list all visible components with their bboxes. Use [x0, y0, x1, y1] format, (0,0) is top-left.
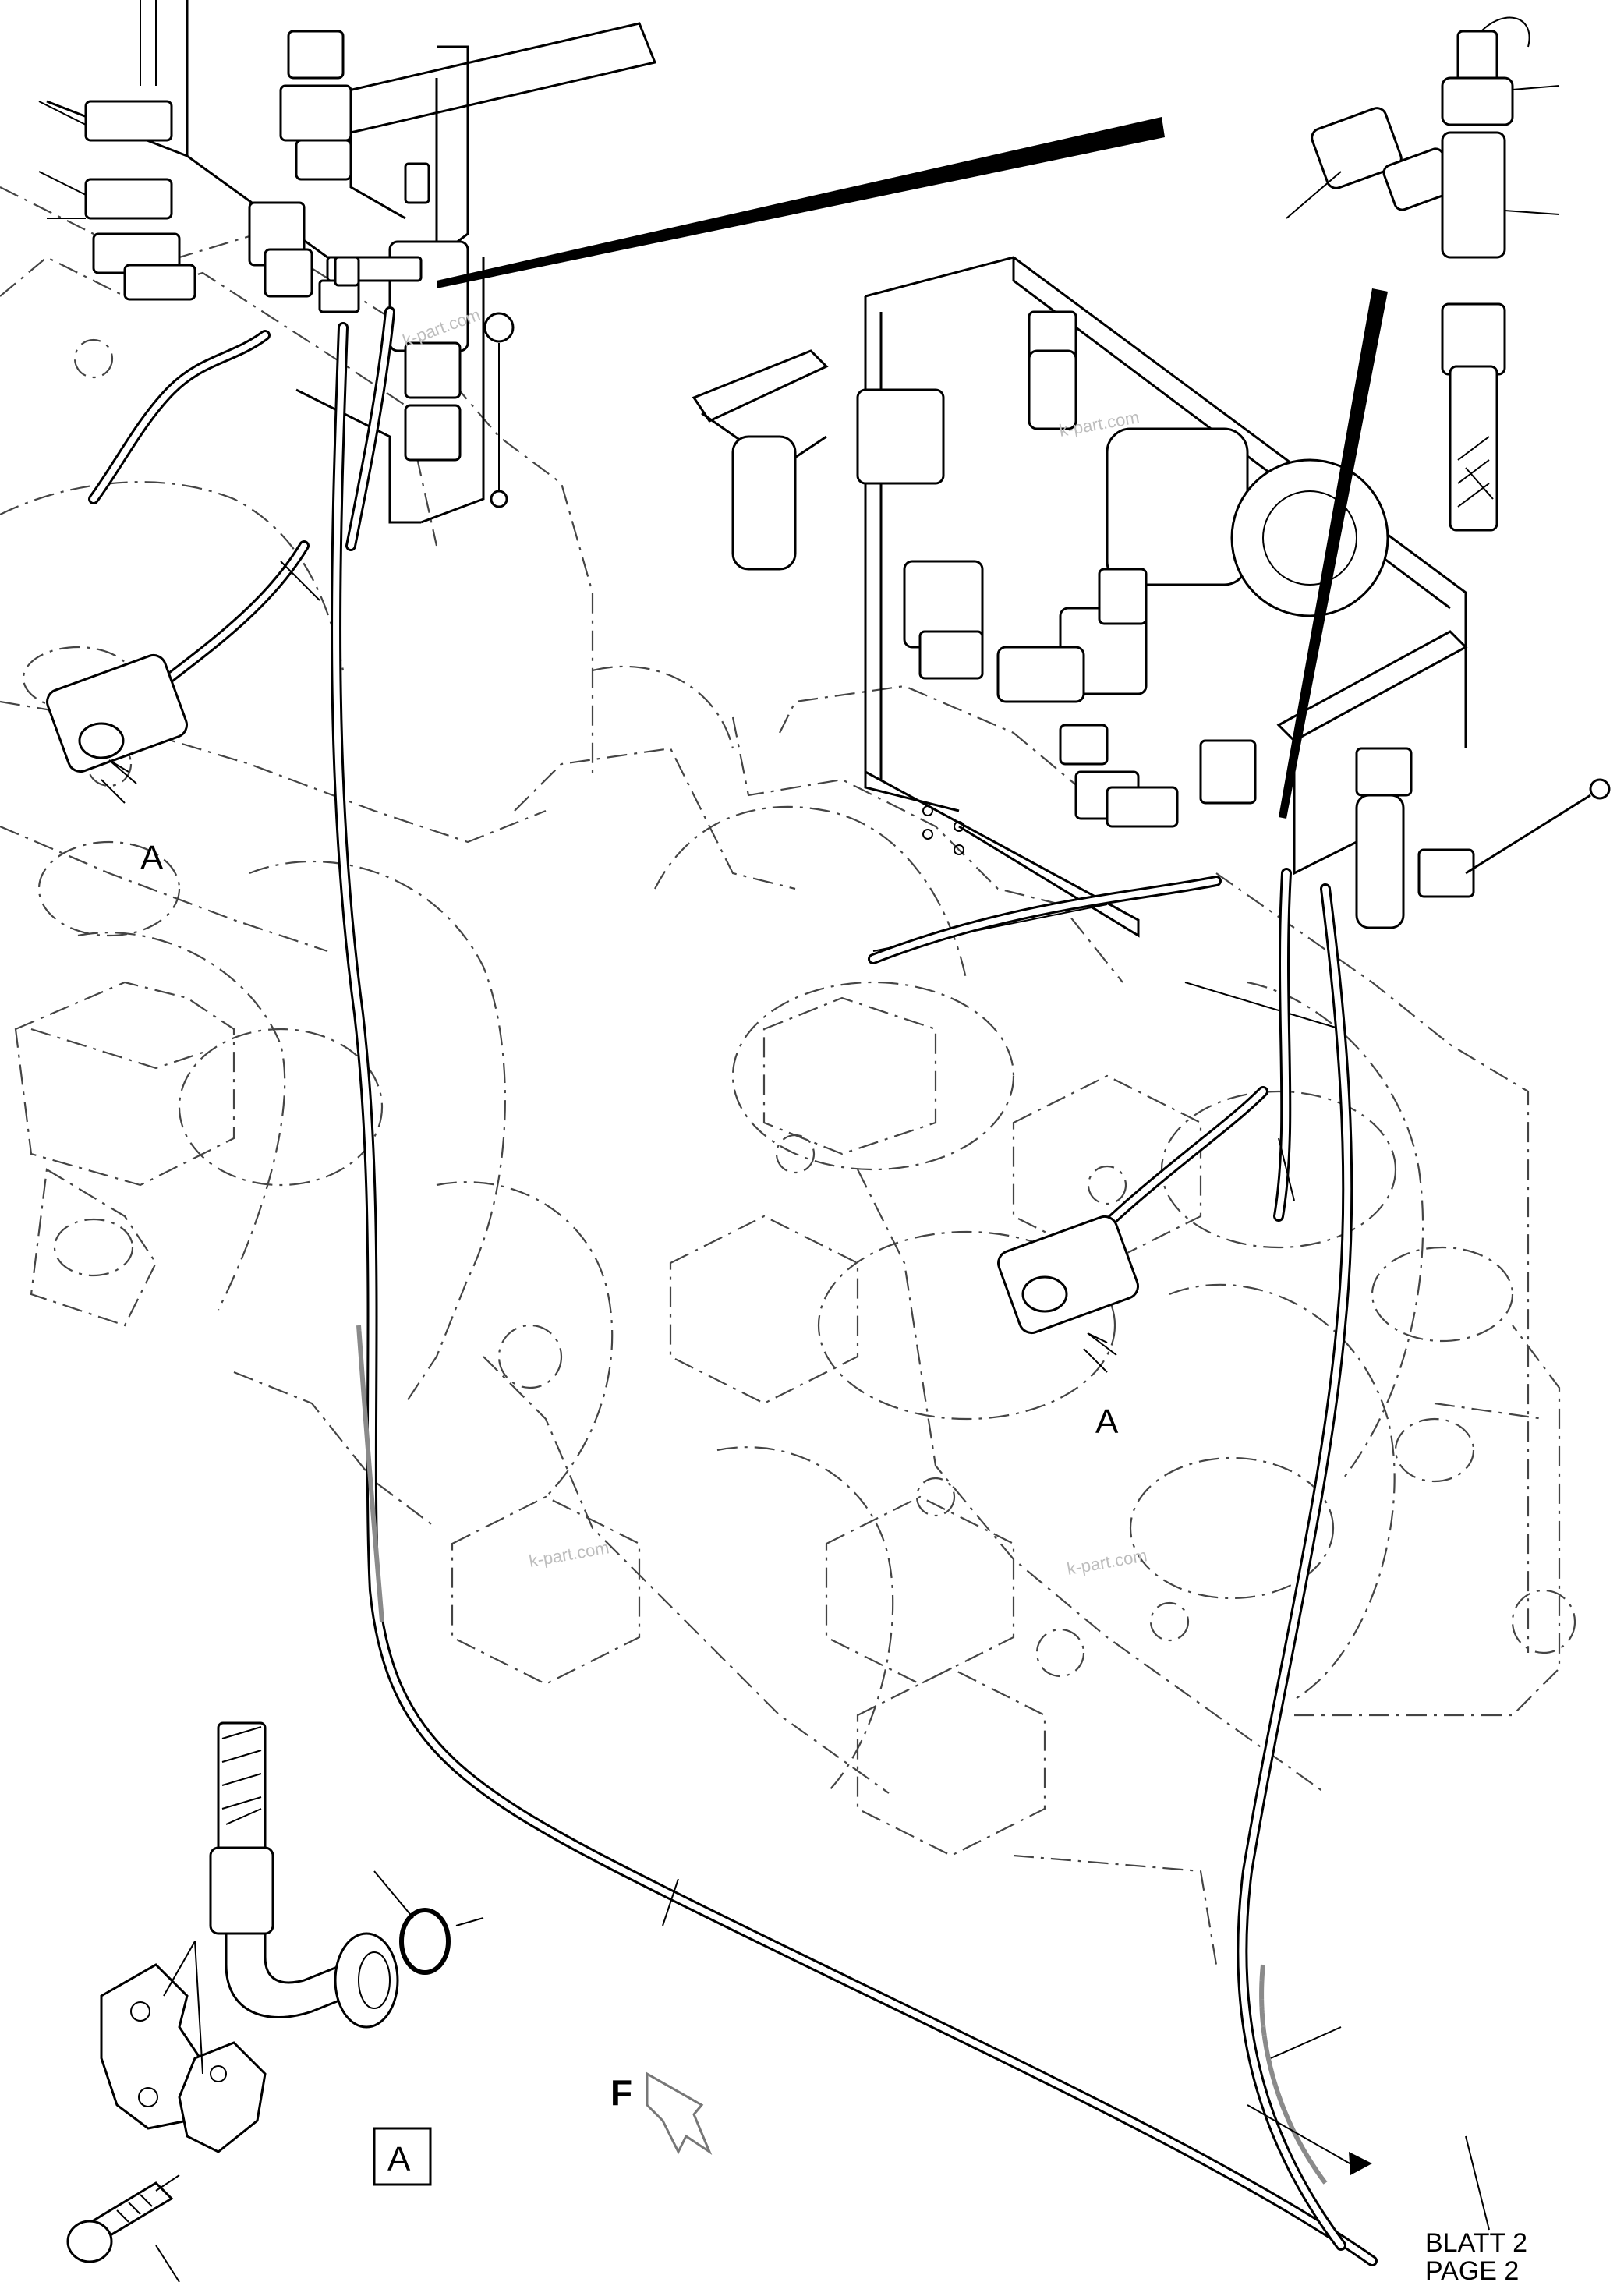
- direction-label: F: [610, 2072, 632, 2113]
- detail-a-assembly: [66, 1721, 484, 2282]
- hose-left-long: [331, 322, 1378, 2266]
- leader-lines: [280, 561, 1490, 2231]
- hose-right-return: [868, 876, 1268, 1292]
- right-valve-plate: [692, 256, 1611, 1030]
- watermark: k-part.com: [528, 1537, 611, 1571]
- hose-right-long: [1237, 883, 1353, 2251]
- callout-a-left: A: [140, 839, 164, 877]
- detail-leader-right: [1279, 288, 1388, 819]
- hose-end-left: [46, 653, 188, 804]
- gearbox-outline: [0, 186, 1576, 1965]
- sheet-ref-en: PAGE 2: [1425, 2256, 1519, 2282]
- hose-left-second: [345, 306, 395, 551]
- detail-a-box-label: A: [387, 2140, 411, 2178]
- left-valve-bracket: [38, 0, 657, 524]
- pump-blocks-background: [14, 981, 1202, 1857]
- callout-a-right: A: [1095, 1403, 1119, 1441]
- watermark: k-part.com: [1066, 1545, 1149, 1579]
- sheet-ref-de: BLATT 2: [1425, 2228, 1527, 2258]
- direction-arrow-icon: [646, 2071, 713, 2155]
- hose-end-right: [997, 1215, 1139, 1373]
- fitting-detail: [1286, 16, 1560, 532]
- detail-a-box: [373, 2127, 432, 2186]
- hose-right-second: [1273, 868, 1292, 1222]
- detail-leader-upper: [437, 117, 1165, 288]
